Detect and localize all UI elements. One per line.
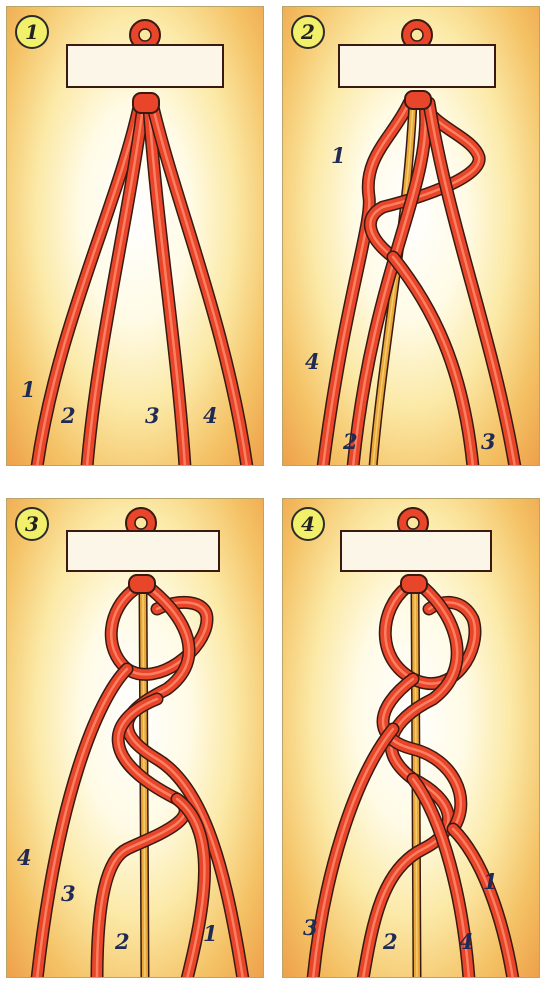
cord-label: 4 [459, 931, 474, 952]
step-4-illustration [283, 499, 540, 978]
holding-bar [341, 531, 491, 571]
holding-bar [67, 45, 223, 87]
step-3-panel: 3 4 3 2 1 [6, 498, 264, 978]
cord-label: 1 [331, 145, 346, 166]
holding-bar [67, 531, 219, 571]
cord-label: 3 [303, 917, 318, 938]
cord-label: 3 [481, 431, 496, 452]
cord-label: 1 [483, 871, 498, 892]
cord-label: 4 [17, 847, 32, 868]
step-number-badge: 2 [291, 15, 325, 49]
cord-label: 1 [203, 923, 218, 944]
cord-label: 2 [61, 405, 76, 426]
holding-bar [339, 45, 495, 87]
cord-label: 3 [145, 405, 160, 426]
cord-label: 2 [383, 931, 398, 952]
step-2-panel: 2 1 4 2 3 [282, 6, 540, 466]
step-3-illustration [7, 499, 264, 978]
knot [401, 575, 427, 593]
step-number-badge: 4 [291, 507, 325, 541]
step-number-badge: 3 [15, 507, 49, 541]
step-1-illustration [7, 7, 264, 466]
step-2-illustration [283, 7, 540, 466]
knot [133, 93, 159, 113]
red-cord [313, 729, 393, 978]
cord-label: 4 [305, 351, 320, 372]
red-cord [393, 257, 473, 466]
red-cord [37, 669, 127, 978]
step-4-panel: 4 1 3 2 4 [282, 498, 540, 978]
cord-label: 2 [343, 431, 358, 452]
cord-label: 1 [21, 379, 36, 400]
cord-label: 3 [61, 883, 76, 904]
knot [129, 575, 155, 593]
step-1-panel: 1 1 2 3 4 [6, 6, 264, 466]
cord-label: 4 [203, 405, 218, 426]
cord-label: 2 [115, 931, 130, 952]
knot [405, 91, 431, 109]
step-number-badge: 1 [15, 15, 49, 49]
